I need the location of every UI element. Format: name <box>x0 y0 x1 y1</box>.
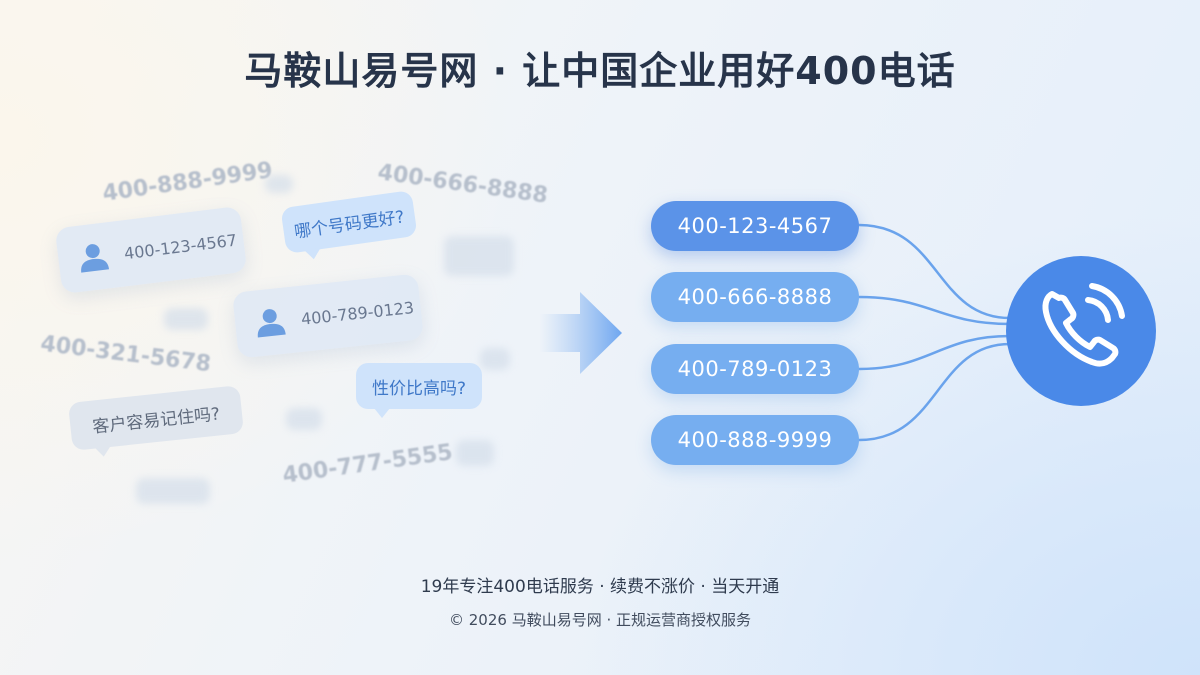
contact-card: 400-123-4567 <box>54 205 248 295</box>
connector-line <box>857 223 1012 320</box>
user-avatar-icon <box>81 244 110 273</box>
contact-card: 400-789-0123 <box>232 273 424 359</box>
blur-decoration <box>136 478 210 504</box>
blur-decoration <box>286 408 322 430</box>
number-pill: 400-666-8888 <box>651 272 859 322</box>
number-pill: 400-888-9999 <box>651 415 859 465</box>
connector-line <box>857 334 1012 371</box>
footer-copyright: © 2026 马鞍山易号网 · 正规运营商授权服务 <box>448 611 752 629</box>
banner-title: 马鞍山易号网 · 让中国企业用好400电话 <box>244 49 956 93</box>
user-avatar-icon <box>257 309 286 338</box>
footer-tagline: 19年专注400电话服务 · 续费不涨价 · 当天开通 <box>420 577 780 597</box>
blur-decoration <box>164 308 208 330</box>
bubble-tail <box>374 408 390 418</box>
blur-decoration <box>480 348 510 370</box>
blur-decoration <box>444 236 514 276</box>
phone-ringing-icon <box>1006 256 1156 406</box>
blur-decoration <box>265 175 293 193</box>
number-pill-primary: 400-123-4567 <box>651 201 859 251</box>
number-pill: 400-789-0123 <box>651 344 859 394</box>
speech-bubble: 性价比高吗? <box>356 363 482 418</box>
connector-line <box>857 295 1012 326</box>
arrow-right-icon <box>540 292 622 374</box>
speech-bubble-text: 性价比高吗? <box>371 378 467 399</box>
connector-line <box>857 342 1012 442</box>
blur-decoration <box>456 440 494 466</box>
